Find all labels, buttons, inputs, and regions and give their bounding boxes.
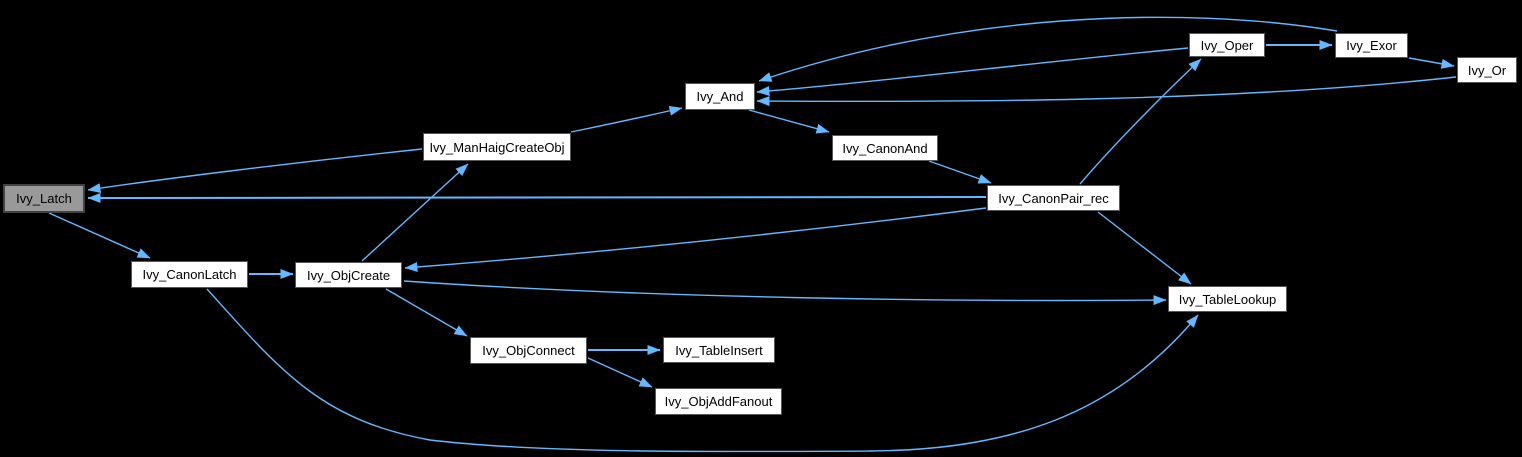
node-Ivy_CanonLatch[interactable]: Ivy_CanonLatch (131, 261, 248, 288)
edge-Ivy_ManHaigCreateObj-to-Ivy_Latch (87, 148, 423, 194)
edge-Ivy_Latch-to-Ivy_CanonLatch (48, 212, 151, 259)
node-Ivy_Or[interactable]: Ivy_Or (1457, 57, 1517, 83)
edge-Ivy_Exor-to-Ivy_Or (1408, 57, 1455, 69)
edge-Ivy_CanonPair_rec-to-Ivy_Oper (1079, 58, 1202, 185)
edge-Ivy_CanonAnd-to-Ivy_CanonPair_rec (928, 160, 992, 184)
node-Ivy_CanonAnd[interactable]: Ivy_CanonAnd (832, 135, 938, 161)
edges-group (48, 16, 1457, 453)
node-Ivy_TableInsert[interactable]: Ivy_TableInsert (663, 337, 775, 363)
node-Ivy_Oper[interactable]: Ivy_Oper (1189, 33, 1265, 57)
node-Ivy_ObjAddFanout[interactable]: Ivy_ObjAddFanout (655, 388, 782, 415)
node-Ivy_Latch: Ivy_Latch (3, 184, 85, 213)
node-Ivy_And[interactable]: Ivy_And (685, 83, 755, 110)
edge-Ivy_ManHaigCreateObj-to-Ivy_And (570, 105, 683, 133)
node-Ivy_CanonPair_rec[interactable]: Ivy_CanonPair_rec (987, 185, 1120, 211)
node-Ivy_TableLookup[interactable]: Ivy_TableLookup (1168, 286, 1287, 312)
edge-Ivy_CanonPair_rec-to-Ivy_ObjCreate (404, 207, 987, 273)
node-Ivy_Exor[interactable]: Ivy_Exor (1335, 33, 1408, 58)
edge-Ivy_CanonPair_rec-to-Ivy_Latch (87, 192, 987, 203)
edge-Ivy_Exor-to-Ivy_And (758, 16, 1338, 82)
edge-Ivy_ObjConnect-to-Ivy_ObjAddFanout (587, 357, 653, 388)
edge-Ivy_ObjCreate-to-Ivy_ObjConnect (385, 288, 468, 337)
edge-Ivy_CanonLatch-to-Ivy_TableLookup (206, 288, 1199, 453)
edge-Ivy_Oper-to-Ivy_And (756, 47, 1189, 96)
edge-Ivy_ObjCreate-to-Ivy_TableLookup (403, 280, 1167, 306)
edge-Ivy_ObjCreate-to-Ivy_ManHaigCreateObj (361, 163, 469, 262)
edge-Ivy_CanonPair_rec-to-Ivy_TableLookup (1097, 211, 1192, 285)
edge-Ivy_Or-to-Ivy_And (756, 76, 1457, 107)
node-Ivy_ObjConnect[interactable]: Ivy_ObjConnect (470, 337, 587, 364)
node-Ivy_ObjCreate[interactable]: Ivy_ObjCreate (295, 262, 402, 288)
edge-Ivy_And-to-Ivy_CanonAnd (748, 109, 830, 134)
node-Ivy_ManHaigCreateObj[interactable]: Ivy_ManHaigCreateObj (423, 133, 571, 161)
